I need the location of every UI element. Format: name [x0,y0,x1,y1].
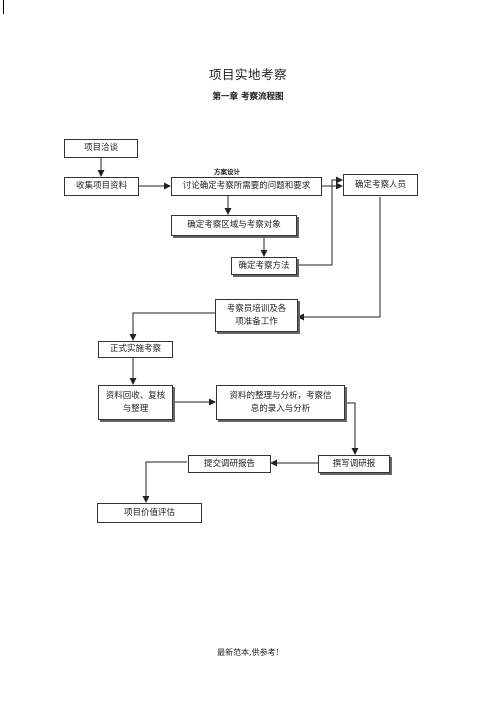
chapter-subtitle: 第一章 考察流程图 [212,92,284,102]
node-discuss-requirements: 讨论确定考察所需要的问题和要求 [171,177,322,196]
node-training: 考察员培训及各 项准备工作 [215,299,298,332]
node-collect-materials-text: 收集项目资料 [75,181,127,191]
node-determine-personnel-text: 确定考察人员 [354,179,406,190]
node-material-recovery-line2: 与整理 [122,403,149,414]
node-submit-report-text: 提交调研报告 [203,458,255,469]
node-write-report: 撰写调研报 [318,455,390,473]
node-material-recovery-line1: 资料回收、复核 [105,390,166,401]
arrow-submit-to-value [142,461,187,503]
node-project-negotiation: 项目洽谈 [64,139,138,158]
node-determine-area: 确定考察区域与考察对象 [171,215,297,236]
node-material-recovery: 资料回收、复核 与整理 [98,385,173,420]
node-training-line2: 项准备工作 [235,316,278,327]
document-title: 项目实地考察 [208,67,287,82]
page-edge-mark [3,0,4,14]
node-submit-report: 提交调研报告 [188,455,271,473]
node-formal-inspection-text: 正式实施考察 [109,344,161,354]
node-collect-materials: 收集项目资料 [64,177,139,196]
scheme-design-label: 方案设计 [214,168,240,176]
node-value-assessment: 项目价值评估 [97,503,202,523]
node-training-line1: 考察员培训及各 [226,303,287,314]
node-formal-inspection: 正式实施考察 [98,341,173,358]
node-data-analysis-line2: 息的录入与分析 [250,403,311,414]
node-data-analysis: 资料的整理与分析，考察信 息的录入与分析 [216,385,345,420]
node-determine-personnel: 确定考察人员 [343,174,418,196]
page-footer: 最新范本,供参考! [217,648,279,657]
arrow-personnel-to-training [297,197,381,321]
arrow-method-to-personnel [297,176,343,266]
node-value-assessment-text: 项目价值评估 [123,507,175,518]
node-write-report-text: 撰写调研报 [332,458,376,469]
node-discuss-requirements-text: 讨论确定考察所需要的问题和要求 [182,181,311,191]
node-determine-area-text: 确定考察区域与考察对象 [187,220,281,230]
node-determine-method-text: 确定考察方法 [238,260,290,271]
node-data-analysis-line1: 资料的整理与分析，考察信 [229,390,332,401]
node-determine-method: 确定考察方法 [231,257,297,275]
arrow-analysis-to-write [345,402,359,455]
arrow-training-to-formal [129,312,215,341]
node-project-negotiation-text: 项目洽谈 [83,143,118,153]
